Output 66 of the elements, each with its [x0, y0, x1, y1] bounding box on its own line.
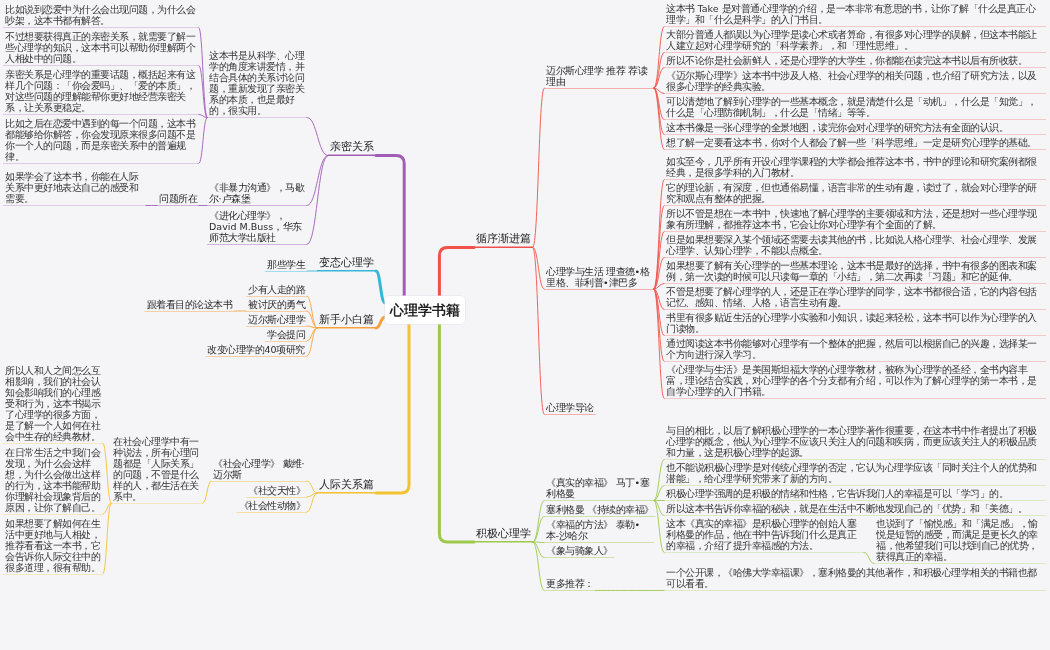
branch-connector	[374, 154, 406, 298]
subtopic-label: 少有人走的路	[246, 283, 307, 297]
note-paragraph: 不过想要获得真正的亲密关系，就需要了解一些心理学的知识，这本书可以帮助你理解两个人相处中的问题。	[3, 31, 199, 66]
branch-topic: 循序渐进篇	[474, 231, 533, 248]
note-paragraph: 它的理论新，有深度，但也通俗易懂，语言非常的生动有趣，读过了，就会对心理学的研究和观点有整体的把握。	[664, 182, 1046, 206]
branch-topic: 新手小白篇	[317, 311, 376, 329]
branch-connector	[374, 269, 387, 305]
note-paragraph: 这本书 Take 是对普通心理学的介绍，是一本非常有意思的书，让你了解「什么是真正心理学」和「什么是科学」的入门书目。	[664, 3, 1046, 27]
subtopic-label: 《象与骑象人》	[544, 545, 615, 558]
note-paragraph: 《迈尔斯心理学》这本书中涉及人格、社会心理学的相关问题，也介绍了研究方法，以及很多心理学的经典实验。	[664, 70, 1046, 94]
subtopic-label: 《真实的幸福》 马丁•塞利格曼	[544, 477, 654, 501]
note-paragraph: 这本书是从科学、心理学的角度来讲爱情，并结合具体的关系讨论问题，重新发现了亲密关系的本质，也是最好的，很实用。	[207, 50, 307, 118]
note-paragraph: 不管是想要了解心理学的人，还是正在学心理学的同学，这本书都很合适，它的内容包括记忆、感知、情绪、人格，语言生动有趣。	[664, 286, 1046, 310]
note-paragraph: 但是如果想要深入某个领域还需要去读其他的书，比如说人格心理学、社会心理学、发展心理学、认知心理学，不能以点概全。	[664, 234, 1046, 258]
central-topic-box: 心理学书籍	[385, 296, 465, 324]
note-paragraph: 所以不论你是社会新鲜人，还是心理学的大学生，你都能在读完这本书以后有所收获。	[664, 55, 1046, 68]
subtopic-label: 被讨厌的勇气	[246, 298, 307, 312]
subtopic-label: 《进化心理学》，David M.Buss，华东师范大学出版社	[207, 210, 307, 245]
subtopic-label: 问题所在	[157, 193, 199, 206]
note-paragraph: 这本书像是一张心理学的全景地图，读完你会对心理学的研究方法有全面的认识。	[664, 122, 1046, 135]
subtopic-label: 那些学生	[265, 258, 307, 272]
subtopic-label: 心理学与生活 理查德•格里格、菲利普•津巴多	[544, 265, 654, 290]
subtopic-label: 学会提问	[265, 328, 307, 342]
note-paragraph: 所以不管是想在一本书中，快速地了解心理学的主要领域和方法，还是想对一些心理学现象有所理解，都推荐这本书，它会让你对心理学有个全面的了解。	[664, 208, 1046, 232]
note-paragraph: 如果想要了解有关心理学的一些基本理论，这本书是最好的选择，书中有很多的图表和案例，第一次读的时候可以只读每一章的「小结」，第二次再读「习题」和它的延伸。	[664, 260, 1046, 284]
note-paragraph: 也说到了「愉悦感」和「满足感」，愉悦是短暂的感受，而满足是更长久的幸福，他希望我们可以找到自己的优势，获得真正的幸福。	[874, 518, 1046, 564]
note-paragraph: 在日常生活之中我们会发现，为什么会这样想，为什么会做出这样的行为，这本书能帮助你理解社会现象背后的原因，让你了解自己。	[3, 446, 103, 515]
note-paragraph: 在社会心理学中有一种说法，所有心理问题都是「人际关系」的问题，不管是什么样的人，都生活在关系中。	[111, 435, 203, 504]
note-paragraph: 与目的相比，以后了解积极心理学的一本心理学著作很重要，在这本书中作者提出了积极心理学的概念，他认为心理学不应该只关注人的问题和疾病，而更应该关注人的积极品质和力量，这是积极心理学的起源。	[664, 425, 1046, 460]
note-paragraph: 亲密关系是心理学的重要话题，概括起来有这样几个问题：「你会爱吗」、「爱的本质」，对这些问题的理解能帮你更好地经营亲密关系，让关系更稳定。	[3, 69, 199, 115]
note-paragraph: 通过阅读这本书你能够对心理学有一个整体的把握，然后可以根据自己的兴趣，选择某一个方向进行深入学习。	[664, 338, 1046, 362]
note-paragraph: 一个公开课，《哈佛大学幸福课》，塞利格曼的其他著作，和积极心理学相关的书籍也都可以看看。	[664, 567, 1046, 591]
branch-connector	[374, 322, 411, 495]
note-paragraph: 如实至今，几乎所有开设心理学课程的大学都会推荐这本书，书中的理论和研究案例都很经典，是很多学科的入门教材。	[664, 156, 1046, 180]
subtopic-label: 改变心理学的40项研究	[205, 343, 307, 357]
note-paragraph: 也不能说积极心理学是对传统心理学的否定，它认为心理学应该「同时关注个人的优势和潜能」，给心理学研究带来了新的方向。	[664, 462, 1046, 486]
note-paragraph: 想了解一定要看这本书，你对个人都会了解一些「科学思维」一定是研究心理学的基础。	[664, 137, 1046, 150]
note-paragraph: 比如之后在恋爱中遇到的每一个问题，这本书都能够给你解答，你会发现原来很多问题不是你一个人的问题，而是亲密关系中的普遍规律。	[3, 118, 199, 164]
branch-connector	[437, 322, 476, 544]
branch-connector	[437, 246, 476, 298]
note-paragraph: 书里有很多贴近生活的心理学小实验和小知识，读起来轻松，这本书可以作为心理学的入门读物。	[664, 312, 1046, 336]
subtopic-label: 塞利格曼 《持续的幸福》	[544, 504, 656, 517]
note-paragraph: 可以清楚地了解到心理学的一些基本概念，就是清楚什么是「动机」，什么是「知觉」，什么是「心理防御机制」，什么是「情绪」等等。	[664, 96, 1046, 120]
branch-topic: 变态心理学	[317, 255, 376, 272]
note-paragraph: 《心理学与生活》是美国斯坦福大学的心理学教材，被称为心理学的圣经，全书内容丰富，理论结合实践，对心理学的各个分支都有介绍，可以作为了解心理学的第一本书，是自学心理学的入门书籍。	[664, 364, 1046, 399]
note-paragraph: 大部分普通人都误以为心理学是读心术或者算命，有很多对心理学的误解，但这本书能让人建立起对心理学研究的「科学素养」，和「理性思维」。	[664, 29, 1046, 53]
note-paragraph: 所以人和人之间怎么互相影响，我们的社会认知会影响我们的心理感受和行为，这本书揭示了心理学的很多方面，是了解一个人如何在社会中生存的经典教材。	[3, 364, 103, 444]
subtopic-label: 心理学导论	[544, 402, 596, 415]
note-paragraph: 这本《真实的幸福》是积极心理学的创始人塞利格曼的作品，他在书中告诉我们什么是真正的幸福，介绍了提升幸福感的方法。	[664, 518, 864, 553]
branch-topic: 亲密关系	[328, 139, 376, 156]
note-paragraph: 如果学会了这本书，你能在人际关系中更好地表达自己的感受和需要。	[3, 171, 146, 206]
note-paragraph: 积极心理学强调的是积极的情绪和性格，它告诉我们人的幸福是可以「学习」的。	[664, 488, 1046, 501]
note-paragraph: 比如说到恋爱中为什么会出现问题，为什么会吵架，这本书都有解答。	[3, 4, 199, 28]
note-paragraph: 如果想要了解如何在生活中更好地与人相处，推荐看看这一本书，它会告诉你人际交往中的很多道理，很有帮助。	[3, 517, 103, 575]
subtopic-label: 《社会心理学》 戴维·迈尔斯	[211, 457, 307, 482]
branch-topic: 积极心理学	[474, 525, 533, 543]
subtopic-label: 更多推荐：	[544, 578, 596, 591]
subtopic-label: 《社交天性》	[246, 484, 307, 498]
note-paragraph: 所以这本书告诉你幸福的秘诀，就是在生活中不断地发现自己的「优势」和「美德」。	[664, 503, 1046, 516]
branch-topic: 人际关系篇	[317, 476, 376, 494]
subtopic-label: 迈尔斯心理学	[246, 313, 307, 327]
subtopic-label: 《社会性动物》	[236, 499, 307, 513]
subtopic-label: 跟着看目的论这本书	[144, 298, 234, 312]
subtopic-label: 迈尔斯心理学 推荐 荐读理由	[544, 64, 654, 89]
subtopic-label: 《幸福的方法》 泰勒•本-沙哈尔	[544, 519, 654, 543]
subtopic-label: 《非暴力沟通》，马歇尔·卢森堡	[207, 182, 307, 206]
